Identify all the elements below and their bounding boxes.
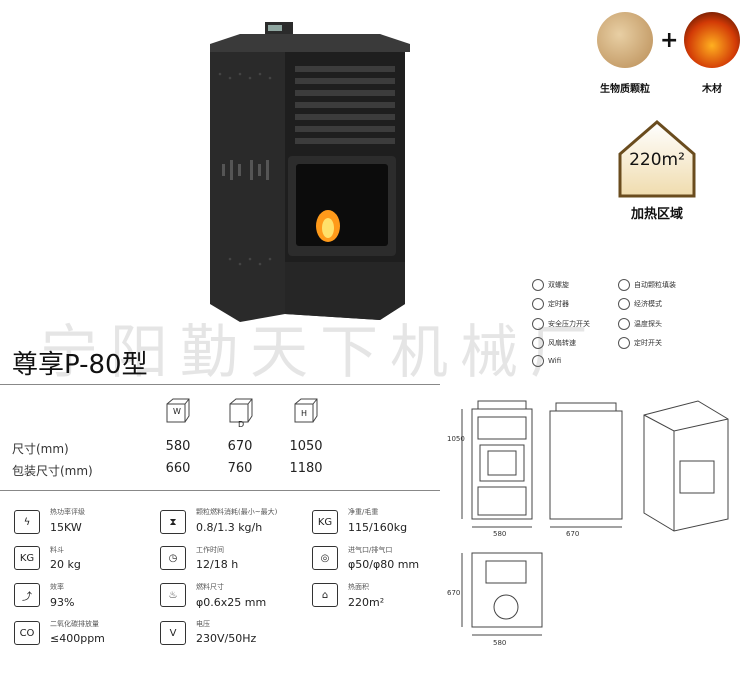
spec-label: 效率 [50,583,64,591]
spec-label: 工作时间 [196,546,224,554]
feature-item: 定时器 [532,298,569,310]
flame-icon: ♨ [160,583,186,607]
size-width: 580 [165,439,191,454]
spec-label: 二氧化碳排放量 [50,620,99,628]
spec-label: 热面积 [348,583,369,591]
pellet-label: 生物质颗粒 [600,84,650,95]
safety-switch-icon [532,318,544,330]
air-intake-icon: ◎ [312,546,338,570]
divider [0,384,440,385]
hopper-icon: ⧗ [160,510,186,534]
divider [0,490,440,491]
twin-screw-icon [532,279,544,291]
watermark: 宁阳勤天下机械厂 [40,318,601,386]
house-icon: ⌂ [312,583,338,607]
spec-label: 热功率评级 [50,508,85,516]
height-header: H [301,409,308,418]
drawing-height-dim: 1050 [447,435,465,443]
spec-label: 燃料尺寸 [196,583,224,591]
wifi-icon [532,355,544,367]
feature-item: 温度探头 [618,318,662,330]
spec-value: 0.8/1.3 kg/h [196,521,263,534]
wood-pellet-icon [597,12,653,68]
weight-icon: KG [312,510,338,534]
spec-value: φ50/φ80 mm [348,558,420,571]
feature-item: 双螺旋 [532,279,569,291]
size-label: 尺寸(mm) [12,442,69,456]
temp-probe-icon [618,318,630,330]
package-width: 660 [165,461,191,476]
hopper-weight-icon: KG [14,546,40,570]
feature-item: Wifi [532,355,561,367]
package-height: 1180 [289,461,323,476]
spec-value: 12/18 h [196,558,239,571]
heat-area-label: 加热区域 [630,207,683,222]
spec-label: 料斗 [50,546,64,554]
fan-icon [532,337,544,349]
spec-value: 20 kg [50,558,81,571]
spec-value: 230V/50Hz [196,632,257,645]
depth-header: D [238,420,245,429]
pellet-stove-image [210,22,410,322]
technical-drawings [461,400,729,636]
spec-value: φ0.6x25 mm [196,596,267,609]
efficiency-icon: ⤴ [14,583,40,607]
voltage-icon: V [160,621,186,645]
power-icon: ϟ [14,510,40,534]
size-depth: 670 [227,439,253,454]
package-depth: 760 [227,461,253,476]
timer-icon [532,298,544,310]
clock-icon: ◷ [160,546,186,570]
timed-switch-icon [618,337,630,349]
co-icon: CO [14,621,40,645]
feature-item: 定时开关 [618,337,662,349]
feature-item: 风扇转速 [532,337,576,349]
wood-label: 木材 [702,84,722,95]
feature-item: 安全压力开关 [532,318,590,330]
front-view-drawing [461,400,533,528]
spec-label: 净重/毛重 [348,508,379,516]
spec-value: 220m² [348,596,385,609]
drawing-top-depth-dim: 670 [447,589,461,597]
spec-label: 进气口/排气口 [348,546,393,554]
model-title: 尊享P-80型 [12,350,148,380]
width-cube-icon [166,398,190,423]
height-cube-icon [294,398,318,423]
drawing-width-dim: 580 [493,530,507,538]
feature-item: 自动颗粒填装 [618,279,676,291]
drawing-depth-dim: 670 [566,530,580,538]
eco-mode-icon [618,298,630,310]
feature-item: 经济模式 [618,298,662,310]
auto-feed-icon [618,279,630,291]
size-height: 1050 [289,439,323,454]
spec-value: 15KW [50,521,82,534]
spec-value: ≤400ppm [50,632,105,645]
plus-sign: + [660,28,679,53]
spec-label: 电压 [196,620,210,628]
spec-value: 115/160kg [348,521,408,534]
heat-area-value: 220m² [629,150,685,170]
package-label: 包装尺寸(mm) [12,464,93,478]
top-view-drawing [461,552,543,636]
burning-wood-icon [684,12,740,68]
house-icon [618,120,696,198]
depth-cube-icon [229,398,253,423]
spec-label: 颗粒燃料消耗(最小~最大) [196,508,278,516]
drawing-top-width-dim: 580 [493,639,507,647]
iso-view-drawing [643,400,729,532]
spec-value: 93% [50,596,75,609]
side-view-drawing [549,402,623,528]
width-header: W [173,407,181,416]
